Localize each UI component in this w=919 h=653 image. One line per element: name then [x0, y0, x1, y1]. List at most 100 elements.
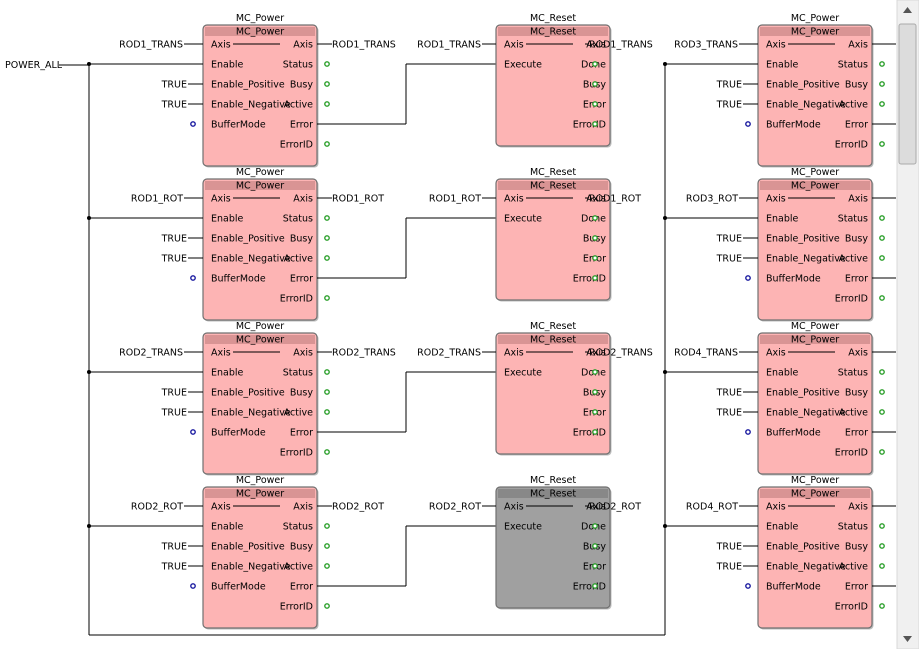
- reset-axis-input-label: ROD1_ROT: [429, 194, 481, 205]
- power-block-right-0[interactable]: MC_PowerMC_PowerAxisEnableEnable_Positiv…: [757, 13, 874, 168]
- true-constant-label: TRUE: [716, 234, 742, 245]
- output-dot: [324, 61, 330, 67]
- power-type-label: MC_Power: [236, 27, 284, 38]
- output-pin-axis: Axis: [293, 502, 313, 513]
- output-pin-errorid: ErrorID: [835, 448, 868, 459]
- reset-block-middle-3[interactable]: MC_ResetMC_ResetAxisExecuteAxisDoneBusyE…: [495, 475, 612, 610]
- output-dot: [592, 543, 598, 549]
- power-block-right-3[interactable]: MC_PowerMC_PowerAxisEnableEnable_Positiv…: [757, 475, 874, 630]
- output-pin-status: Status: [838, 60, 868, 71]
- output-pin-error: Error: [290, 274, 313, 285]
- input-pin-buffermode: BufferMode: [766, 274, 821, 285]
- reset-axis-output-label: ROD1_TRANS: [589, 40, 653, 51]
- power-block-right-1[interactable]: MC_PowerMC_PowerAxisEnableEnable_Positiv…: [757, 167, 874, 322]
- output-pin-errorid: ErrorID: [573, 120, 606, 131]
- output-dot: [324, 563, 330, 569]
- power-block-left-3[interactable]: MC_PowerMC_PowerAxisEnableEnable_Positiv…: [202, 475, 319, 630]
- scroll-down-arrow-icon[interactable]: [903, 636, 912, 642]
- output-pin-axis: Axis: [848, 502, 868, 513]
- output-dot: [324, 295, 330, 301]
- reset-block-body: [495, 332, 611, 455]
- power-block-header: [760, 181, 870, 190]
- reset-block-middle-1[interactable]: MC_ResetMC_ResetAxisExecuteAxisDoneBusyE…: [495, 167, 612, 302]
- input-pin-enable_positive: Enable_Positive: [766, 388, 840, 399]
- power-block-body: [202, 24, 318, 167]
- reset-axis-output-label: ROD1_ROT: [589, 194, 641, 205]
- output-pin-errorid: ErrorID: [280, 294, 313, 305]
- left-axis-input-label: ROD2_TRANS: [119, 348, 183, 359]
- input-pin-axis: Axis: [504, 502, 524, 513]
- output-dot: [879, 101, 885, 107]
- reset-block-middle-2[interactable]: MC_ResetMC_ResetAxisExecuteAxisDoneBusyE…: [495, 321, 612, 456]
- left-axis-output-label: ROD1_ROT: [332, 194, 384, 205]
- reset-type-label: MC_Reset: [530, 181, 576, 192]
- input-pin-axis: Axis: [504, 194, 524, 205]
- output-dot: [879, 369, 885, 375]
- output-pin-axis: Axis: [586, 40, 606, 51]
- input-pin-axis: Axis: [211, 502, 231, 513]
- output-pin-error: Error: [290, 582, 313, 593]
- output-pin-axis: Axis: [293, 194, 313, 205]
- input-pin-enable: Enable: [766, 522, 799, 533]
- true-constant-label: TRUE: [161, 80, 187, 91]
- output-dot: [592, 275, 598, 281]
- output-pin-axis: Axis: [848, 194, 868, 205]
- output-pin-errorid: ErrorID: [280, 140, 313, 151]
- input-pin-enable_positive: Enable_Positive: [766, 80, 840, 91]
- output-dot: [592, 409, 598, 415]
- power-block-left-1[interactable]: MC_PowerMC_PowerAxisEnableEnable_Positiv…: [202, 167, 319, 322]
- power-block-left-2[interactable]: MC_PowerMC_PowerAxisEnableEnable_Positiv…: [202, 321, 319, 476]
- input-pin-enable_positive: Enable_Positive: [766, 234, 840, 245]
- reset-instance-label: MC_Reset: [530, 13, 576, 24]
- output-dot: [324, 409, 330, 415]
- right-axis-input-label: ROD4_ROT: [686, 502, 738, 513]
- true-constant-label: TRUE: [161, 234, 187, 245]
- input-pin-enable_positive: Enable_Positive: [211, 80, 285, 91]
- true-constant-label: TRUE: [161, 408, 187, 419]
- output-dot: [592, 369, 598, 375]
- power-instance-label: MC_Power: [791, 13, 839, 24]
- buffermode-input-dot: [190, 121, 196, 127]
- power-block-body: [757, 178, 873, 321]
- power-block-left-0[interactable]: MC_PowerMC_PowerAxisEnableEnable_Positiv…: [202, 13, 319, 168]
- power-block-right-2[interactable]: MC_PowerMC_PowerAxisEnableEnable_Positiv…: [757, 321, 874, 476]
- buffermode-input-dot: [745, 429, 751, 435]
- input-pin-execute: Execute: [504, 60, 542, 71]
- power-block-header: [205, 335, 315, 344]
- scroll-up-arrow-icon[interactable]: [903, 7, 912, 13]
- input-pin-buffermode: BufferMode: [211, 428, 266, 439]
- power-block-body: [757, 332, 873, 475]
- output-pin-busy: Busy: [845, 542, 868, 553]
- buffermode-input-dot: [190, 275, 196, 281]
- output-pin-axis: Axis: [586, 194, 606, 205]
- reset-instance-label: MC_Reset: [530, 475, 576, 486]
- output-dot: [324, 255, 330, 261]
- output-pin-busy: Busy: [845, 234, 868, 245]
- reset-block-middle-0[interactable]: MC_ResetMC_ResetAxisExecuteAxisDoneBusyE…: [495, 13, 612, 148]
- output-pin-error: Error: [845, 582, 868, 593]
- input-pin-enable_negative: Enable_Negative: [766, 562, 846, 573]
- true-constant-label: TRUE: [161, 562, 187, 573]
- output-dot: [592, 523, 598, 529]
- output-dot: [592, 429, 598, 435]
- output-dot: [324, 449, 330, 455]
- output-dot: [324, 523, 330, 529]
- output-dot: [879, 295, 885, 301]
- scrollbar-thumb[interactable]: [898, 23, 917, 165]
- output-pin-errorid: ErrorID: [573, 428, 606, 439]
- output-pin-busy: Busy: [290, 542, 313, 553]
- output-pin-busy: Busy: [290, 234, 313, 245]
- output-pin-error: Error: [845, 120, 868, 131]
- reset-axis-input-label: ROD2_TRANS: [417, 348, 481, 359]
- output-dot: [324, 141, 330, 147]
- input-pin-axis: Axis: [211, 40, 231, 51]
- input-pin-buffermode: BufferMode: [211, 120, 266, 131]
- power-block-header: [205, 181, 315, 190]
- input-pin-enable: Enable: [766, 214, 799, 225]
- output-pin-axis: Axis: [848, 348, 868, 359]
- reset-axis-input-label: ROD2_ROT: [429, 502, 481, 513]
- power-block-header: [205, 489, 315, 498]
- junction-dot: [87, 370, 91, 374]
